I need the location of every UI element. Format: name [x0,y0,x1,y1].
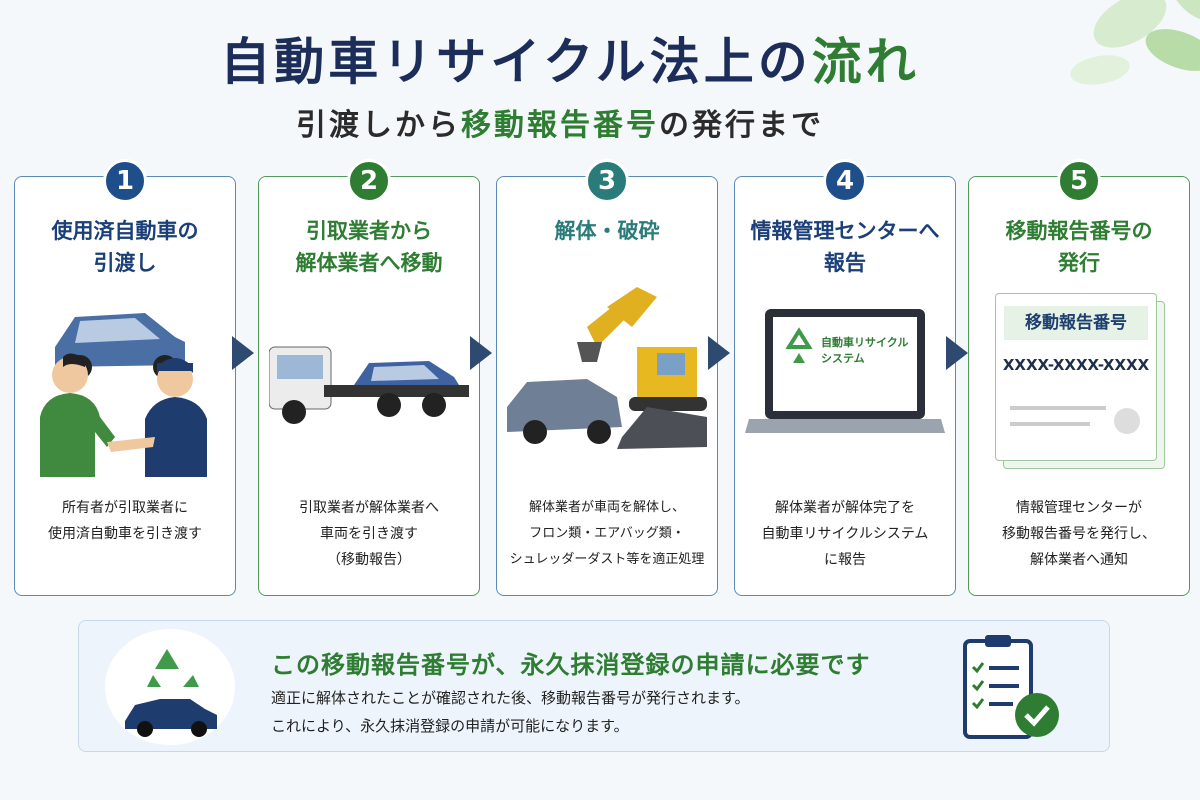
step-card-4: 4 情報管理センターへ 報告 自動車リサイクル システム 解体業者が解体完了を … [734,159,956,596]
head-accent1: 移動報告番号 [321,651,471,679]
arrow-right-icon [946,336,968,370]
step-number-badge: 4 [823,159,867,203]
screen-logo-line1: 自動車リサイクル [821,336,909,349]
step-description: 情報管理センターが 移動報告番号を発行し、 解体業者へ通知 [1002,500,1156,568]
arrow-right-icon [470,336,492,370]
step-description: 所有者が引取業者に 使用済自動車を引き渡す [48,500,202,542]
step-description: 解体業者が解体完了を 自動車リサイクルシステム に報告 [761,500,929,568]
head-mid2: の申請に [670,651,771,679]
subtitle-accent: 移動報告番号 [461,108,659,143]
head-post: です [820,651,871,679]
screen-logo-text: 自動車リサイクル システム [821,335,908,367]
tow-truck-illustration [269,346,469,424]
clipboard-check-icon [963,635,1059,739]
step-card-3: 3 解体・破砕 解体業者が車両を解体し、 フロン類・エアバッグ類・ シュレッダー… [496,159,718,596]
arrow-right-icon [232,336,254,370]
head-pre: この [271,651,321,679]
handshake-illustration [40,313,207,477]
step-number-badge: 2 [347,159,391,203]
bottom-line-1: 適正に解体されたことが確認された後、移動報告番号が発行されます。 [271,689,750,707]
title-accent: 流れ [811,33,920,91]
head-accent2: 永久抹消登録 [520,651,671,679]
bottom-banner: この移動報告番号が、永久抹消登録の申請に必要です 適正に解体されたことが確認され… [78,620,1110,752]
step-number-badge: 5 [1057,159,1101,203]
excavator-illustration [507,287,707,449]
step-card-5: 5 移動報告番号の 発行 移動報告番号 XXXX-XXXX-XXXX 情報管理セ… [968,159,1190,596]
step-title: 解体・破砕 [554,219,660,243]
certificate-card: 移動報告番号 XXXX-XXXX-XXXX [995,293,1157,461]
recycle-car-badge [105,629,235,745]
subtitle-post: の発行まで [659,108,824,143]
seal-icon [1114,408,1140,434]
bottom-headline: この移動報告番号が、永久抹消登録の申請に必要です [271,645,871,680]
laptop-icon [745,309,945,433]
step-number-badge: 3 [585,159,629,203]
step-title: 情報管理センターへ 報告 [750,219,940,275]
page-subtitle: 引渡しから移動報告番号の発行まで [0,100,1120,144]
head-mid: が、 [471,651,521,679]
laptop-illustration: 自動車リサイクル システム [745,287,945,477]
step-description: 解体業者が車両を解体し、 フロン類・エアバッグ類・ シュレッダーダスト等を適正処… [509,500,705,567]
certificate-heading: 移動報告番号 [1004,306,1148,340]
page-title: 自動車リサイクル法上の流れ [0,22,1140,94]
certificate-illustration: 移動報告番号 XXXX-XXXX-XXXX [979,287,1179,477]
subtitle-pre: 引渡しから [296,108,461,143]
step-card-1: 1 使用済自動車の 引渡し 所有者が引取業者に 使用済自動車を引き渡す [14,159,236,596]
bottom-line-2: これにより、永久抹消登録の申請が可能になります。 [271,717,629,735]
step-card-2: 2 引取業者から 解体業者へ移動 引取業者が解体業者へ 車両を引き渡す （移動報… [258,159,480,596]
screen-logo-line2: システム [821,352,865,365]
step-title: 使用済自動車の 引渡し [51,219,199,275]
step-title: 移動報告番号の 発行 [1005,219,1153,275]
arrow-right-icon [708,336,730,370]
title-main: 自動車リサイクル法上の [220,33,812,91]
certificate-number: XXXX-XXXX-XXXX [1002,356,1150,374]
step-description: 引取業者が解体業者へ 車両を引き渡す （移動報告） [299,500,439,568]
step-number-badge: 1 [103,159,147,203]
head-accent3: 必要 [770,651,821,679]
step-title: 引取業者から 解体業者へ移動 [295,219,443,275]
recycle-car-icon [125,649,217,737]
